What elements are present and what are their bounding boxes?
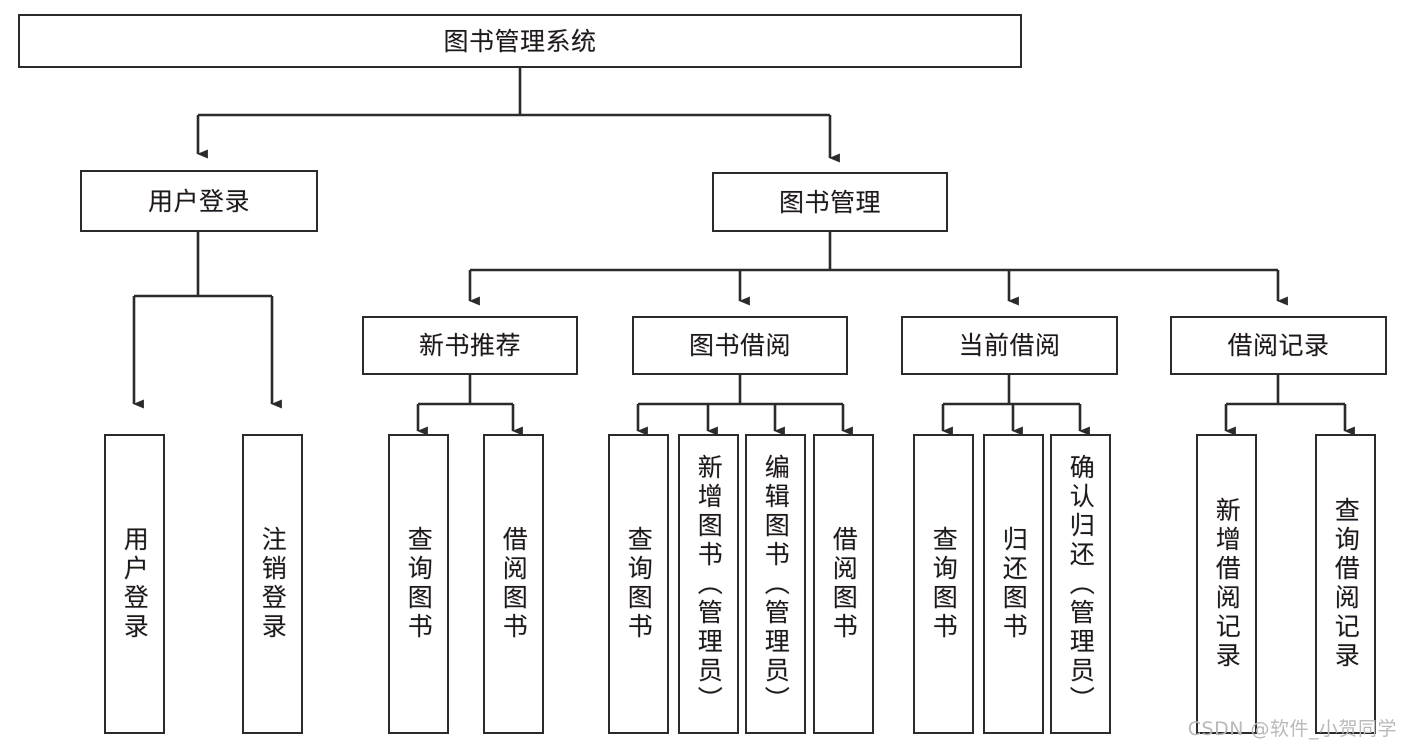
leaf-query-borrow-record[interactable]: 查询借阅记录 xyxy=(1315,434,1376,734)
node-borrow-record[interactable]: 借阅记录 xyxy=(1170,316,1387,375)
node-new-book-recommend[interactable]: 新书推荐 xyxy=(362,316,578,375)
node-label: 查询图书 xyxy=(624,526,654,642)
leaf-query-book-borrow[interactable]: 查询图书 xyxy=(608,434,669,734)
node-label: 编辑图书（管理员） xyxy=(761,453,791,715)
leaf-query-book-current[interactable]: 查询图书 xyxy=(913,434,974,734)
node-user-login[interactable]: 用户登录 xyxy=(80,170,318,232)
node-root-book-management-system[interactable]: 图书管理系统 xyxy=(18,14,1022,68)
node-label: 用户登录 xyxy=(120,526,150,642)
node-label: 图书管理 xyxy=(778,187,881,217)
leaf-query-book-recommend[interactable]: 查询图书 xyxy=(388,434,449,734)
leaf-add-book-admin[interactable]: 新增图书（管理员） xyxy=(678,434,739,734)
node-label: 注销登录 xyxy=(258,526,288,642)
leaf-edit-book-admin[interactable]: 编辑图书（管理员） xyxy=(745,434,806,734)
leaf-add-borrow-record[interactable]: 新增借阅记录 xyxy=(1196,434,1257,734)
leaf-user-login[interactable]: 用户登录 xyxy=(104,434,165,734)
node-label: 当前借阅 xyxy=(958,331,1061,360)
leaf-confirm-return-admin[interactable]: 确认归还（管理员） xyxy=(1050,434,1111,734)
node-label: 新书推荐 xyxy=(418,331,521,360)
leaf-borrow-book[interactable]: 借阅图书 xyxy=(813,434,874,734)
leaf-borrow-book-recommend[interactable]: 借阅图书 xyxy=(483,434,544,734)
node-label: 图书管理系统 xyxy=(443,26,597,56)
node-label: 归还图书 xyxy=(999,526,1029,642)
watermark-text: CSDN @软件_小贺同学 xyxy=(1187,718,1397,740)
node-label: 借阅记录 xyxy=(1227,331,1330,360)
node-book-management[interactable]: 图书管理 xyxy=(712,172,948,232)
node-label: 新增图书（管理员） xyxy=(694,453,724,715)
node-label: 图书借阅 xyxy=(688,331,791,360)
node-current-borrow[interactable]: 当前借阅 xyxy=(901,316,1118,375)
node-label: 用户登录 xyxy=(147,186,250,216)
leaf-logout[interactable]: 注销登录 xyxy=(242,434,303,734)
node-label: 查询图书 xyxy=(929,526,959,642)
node-book-borrow[interactable]: 图书借阅 xyxy=(632,316,848,375)
node-label: 确认归还（管理员） xyxy=(1066,453,1096,715)
node-label: 查询图书 xyxy=(404,526,434,642)
node-label: 借阅图书 xyxy=(499,526,529,642)
node-label: 查询借阅记录 xyxy=(1331,497,1361,671)
node-label: 借阅图书 xyxy=(829,526,859,642)
leaf-return-book[interactable]: 归还图书 xyxy=(983,434,1044,734)
node-label: 新增借阅记录 xyxy=(1212,497,1242,671)
